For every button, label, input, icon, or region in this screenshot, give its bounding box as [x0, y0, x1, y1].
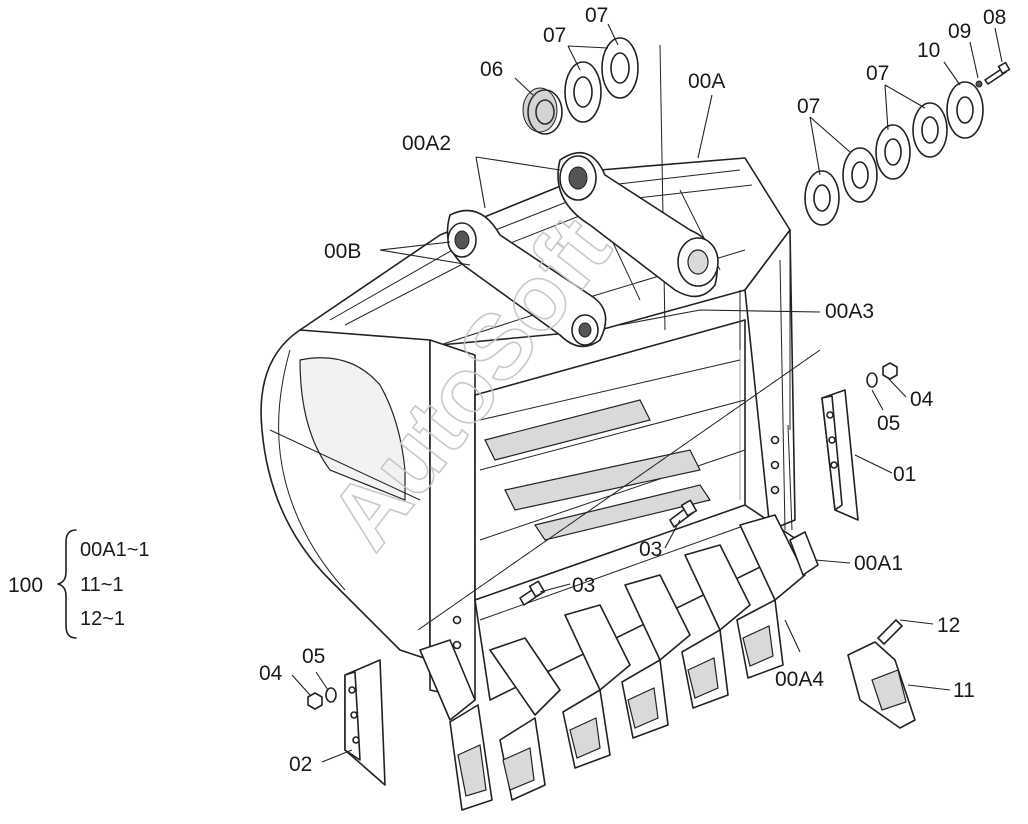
assembly-item: 00A1~1 [80, 539, 150, 561]
callout-00A3: 00A3 [825, 300, 874, 323]
callout-04: 04 [259, 662, 283, 685]
callout-00A4: 00A4 [775, 668, 824, 691]
callout-01: 01 [893, 463, 916, 486]
assembly-number: 100 [8, 574, 43, 597]
side-cutter-right [821, 389, 859, 521]
callout-03: 03 [572, 574, 595, 597]
callout-11: 11 [953, 679, 975, 702]
leader-lines [291, 23, 1003, 763]
assembly-group: 100 00A1~1 11~1 12~1 [8, 529, 150, 639]
nuts-washers [307, 362, 898, 710]
callout-02: 02 [289, 753, 312, 776]
pin-washer-set [522, 37, 1011, 226]
callout-08: 08 [983, 6, 1006, 29]
assembly-item: 11~1 [80, 574, 124, 596]
callout-12: 12 [937, 614, 960, 637]
teeth-row [419, 514, 916, 811]
side-cutter-left [344, 659, 386, 786]
callout-labels: 06 07 07 00A 07 07 10 09 08 00A2 00B 00A… [259, 4, 1006, 776]
callout-07: 07 [585, 4, 608, 27]
callout-00A: 00A [688, 70, 725, 93]
callout-07: 07 [866, 62, 889, 85]
pins-03 [519, 499, 698, 606]
callout-10: 10 [917, 39, 940, 62]
curly-brace [57, 529, 77, 639]
callout-07: 07 [543, 24, 566, 47]
callout-07: 07 [797, 95, 820, 118]
assembly-item: 12~1 [80, 608, 125, 630]
callout-03: 03 [639, 538, 662, 561]
bucket-body [260, 44, 806, 701]
callout-09: 09 [948, 20, 971, 43]
callout-00B: 00B [324, 240, 361, 263]
callout-04: 04 [910, 388, 934, 411]
callout-00A1: 00A1 [854, 552, 903, 575]
callout-05: 05 [877, 412, 900, 435]
callout-05: 05 [302, 645, 325, 668]
callout-00A2: 00A2 [402, 132, 451, 155]
boss-brackets [446, 151, 719, 348]
callout-06: 06 [480, 58, 503, 81]
